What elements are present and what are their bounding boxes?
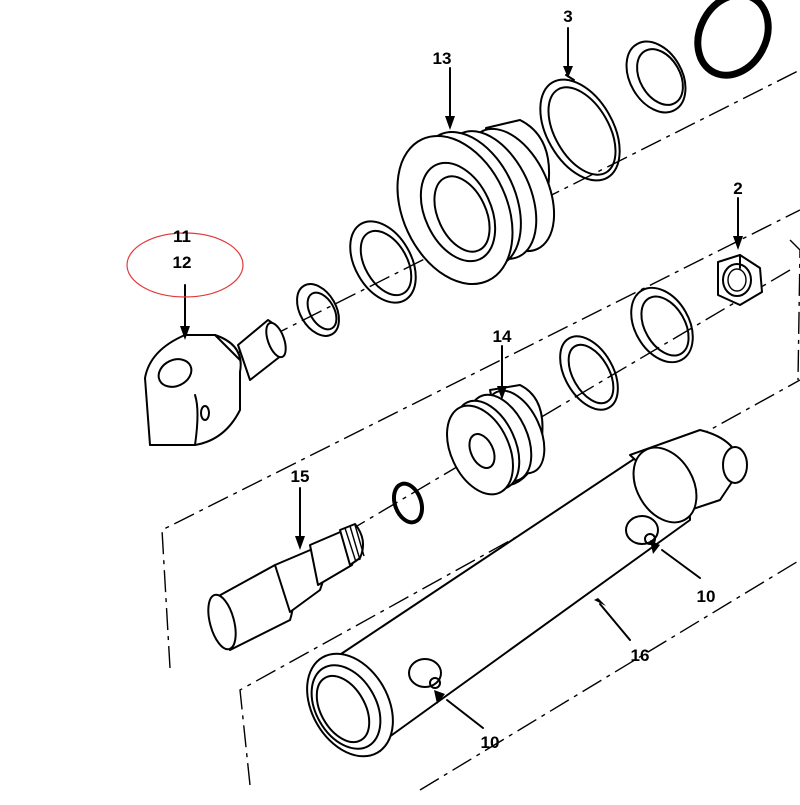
callout-leaders	[180, 27, 743, 729]
centerline-lower	[419, 559, 800, 791]
backup-ring-middle-part	[349, 220, 417, 304]
callout-label-11: 11	[173, 227, 191, 246]
callout-label-2: 2	[733, 179, 742, 198]
o-ring-small-part	[391, 481, 425, 525]
callout-label-16: 16	[631, 646, 650, 665]
callout-label-10-lower: 10	[481, 733, 500, 752]
backup-ring-right-part	[630, 286, 694, 364]
rod-eye-part-11-12	[144, 319, 287, 446]
callout-label-12: 12	[173, 253, 192, 272]
backup-ring-upper-part	[625, 40, 687, 114]
piston-ring-part	[559, 335, 619, 411]
callout-label-15: 15	[291, 467, 310, 486]
gland-part-13	[396, 119, 556, 286]
cylinder-barrel-part-16	[306, 429, 748, 758]
callout-label-10-upper: 10	[697, 587, 716, 606]
phantom-boundary-upper	[161, 209, 800, 669]
callout-label-14: 14	[493, 327, 512, 346]
callout-label-3: 3	[563, 7, 572, 26]
o-ring-large-part	[694, 0, 772, 79]
callout-label-13: 13	[433, 49, 452, 68]
piston-rod-part-15	[207, 523, 365, 651]
nut-part-2	[717, 254, 763, 306]
highlight-ellipse	[126, 232, 244, 298]
phantom-boundary-right	[789, 239, 800, 381]
wiper-seal-part	[296, 283, 340, 337]
piston-part-14	[446, 384, 546, 496]
